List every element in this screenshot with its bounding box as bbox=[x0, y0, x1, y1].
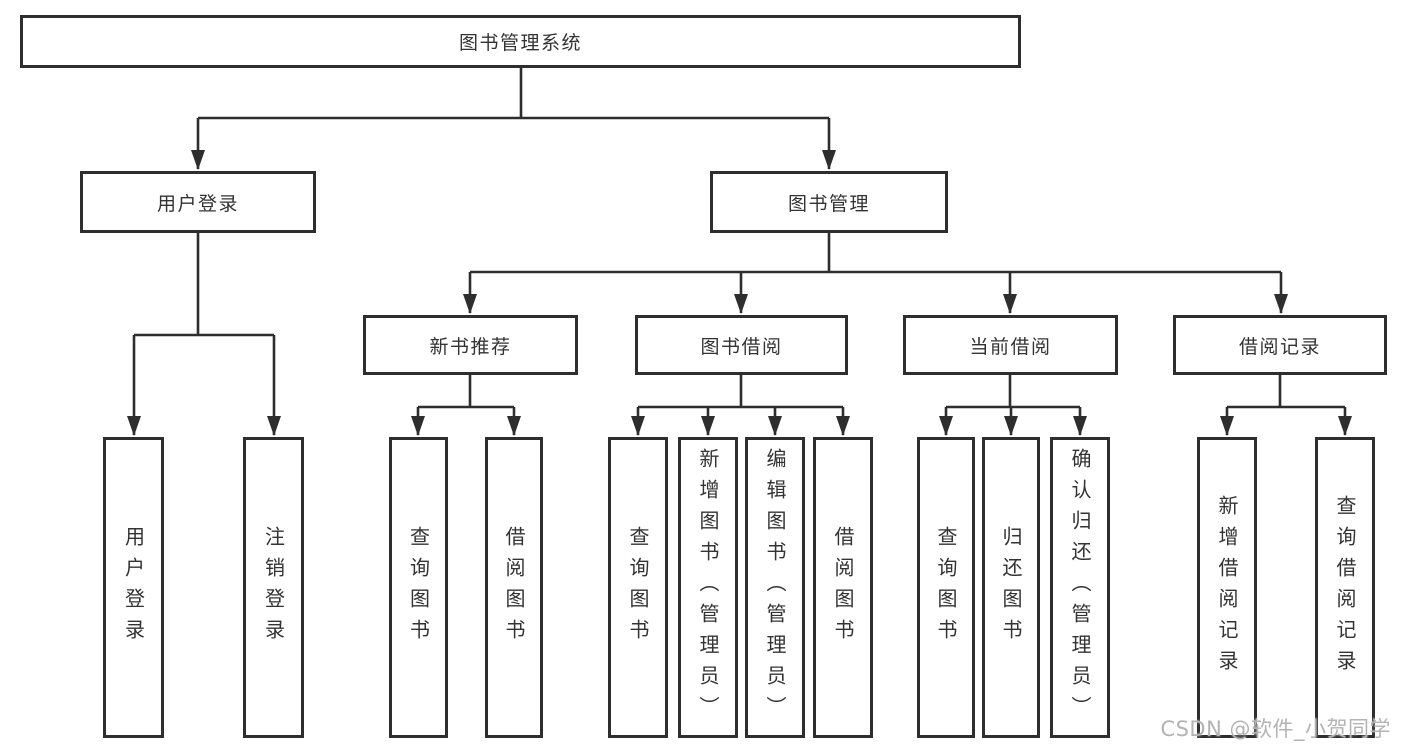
leaf-cb-return-books-label: 归还图书 bbox=[999, 525, 1023, 650]
leaf-br-add-record-label: 新增借阅记录 bbox=[1215, 494, 1239, 681]
leaf-nbr-borrow-books: 借阅图书 bbox=[485, 437, 543, 738]
leaf-user-login: 用户登录 bbox=[103, 437, 164, 738]
node-current-borrowing: 当前借阅 bbox=[903, 315, 1118, 375]
leaf-bb-query-books: 查询图书 bbox=[608, 437, 668, 738]
leaf-br-query-record: 查询借阅记录 bbox=[1315, 437, 1375, 738]
leaf-bb-query-books-label: 查询图书 bbox=[626, 525, 650, 650]
leaf-nbr-query-books: 查询图书 bbox=[389, 437, 448, 738]
leaf-cb-confirm-return-admin-label: 确认归还（管理员） bbox=[1068, 448, 1092, 727]
node-borrowing-records: 借阅记录 bbox=[1173, 315, 1387, 375]
leaf-nbr-query-books-label: 查询图书 bbox=[406, 525, 431, 650]
leaf-br-query-record-label: 查询借阅记录 bbox=[1333, 494, 1357, 681]
node-book-management: 图书管理 bbox=[710, 171, 948, 233]
node-root: 图书管理系统 bbox=[20, 15, 1021, 68]
leaf-cb-query-books: 查询图书 bbox=[917, 437, 975, 738]
csdn-watermark: CSDN @软件_小贺同学 bbox=[1160, 717, 1391, 741]
node-book-management-label: 图书管理 bbox=[787, 192, 870, 215]
leaf-cb-confirm-return-admin: 确认归还（管理员） bbox=[1050, 437, 1110, 738]
leaf-bb-borrow-books-label: 借阅图书 bbox=[831, 525, 855, 650]
leaf-logout-label: 注销登录 bbox=[261, 525, 286, 650]
leaf-bb-edit-books-admin: 编辑图书（管理员） bbox=[745, 437, 805, 738]
leaf-cb-return-books: 归还图书 bbox=[982, 437, 1040, 738]
leaf-user-login-label: 用户登录 bbox=[121, 525, 146, 650]
node-user-login-label: 用户登录 bbox=[156, 192, 239, 215]
node-new-book-recommend: 新书推荐 bbox=[363, 315, 578, 375]
node-book-borrowing-label: 图书借阅 bbox=[700, 335, 783, 358]
node-user-login: 用户登录 bbox=[80, 171, 316, 233]
node-book-borrowing: 图书借阅 bbox=[635, 315, 848, 375]
leaf-bb-borrow-books: 借阅图书 bbox=[813, 437, 873, 738]
leaf-nbr-borrow-books-label: 借阅图书 bbox=[502, 525, 526, 650]
leaf-logout: 注销登录 bbox=[243, 437, 304, 738]
node-new-book-recommend-label: 新书推荐 bbox=[429, 335, 512, 358]
node-root-label: 图书管理系统 bbox=[458, 32, 582, 54]
node-current-borrowing-label: 当前借阅 bbox=[969, 335, 1052, 358]
leaf-cb-query-books-label: 查询图书 bbox=[934, 525, 958, 650]
leaf-bb-edit-books-admin-label: 编辑图书（管理员） bbox=[763, 448, 787, 727]
leaf-bb-add-books-admin: 新增图书（管理员） bbox=[678, 437, 738, 738]
leaf-bb-add-books-admin-label: 新增图书（管理员） bbox=[696, 448, 720, 727]
node-borrowing-records-label: 借阅记录 bbox=[1238, 335, 1321, 358]
leaf-br-add-record: 新增借阅记录 bbox=[1197, 437, 1257, 738]
